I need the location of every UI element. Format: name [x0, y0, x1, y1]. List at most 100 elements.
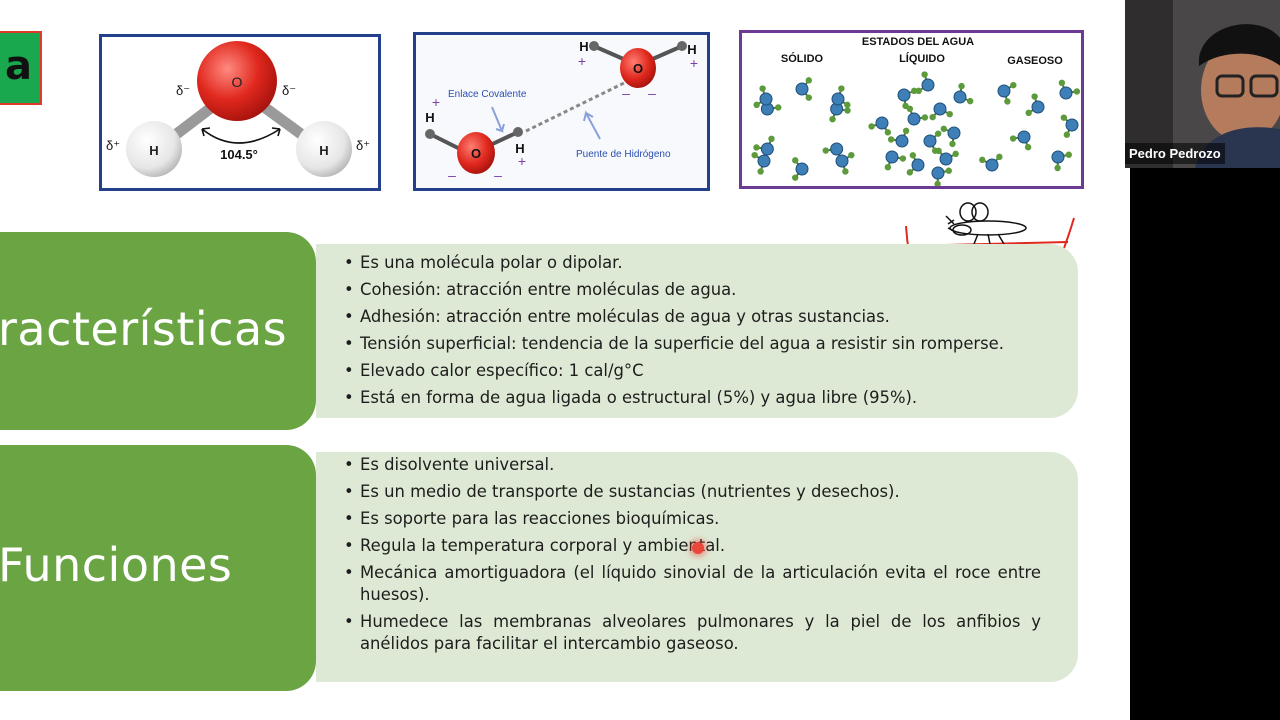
upper-minus-right: –: [648, 85, 656, 101]
list-item: Tensión superficial: tendencia de la sup…: [344, 333, 1041, 355]
liquid-label: LÍQUIDO: [899, 52, 945, 65]
functions-list: Es disolvente universal. Es un medio de …: [344, 454, 1041, 660]
angle-arrow-right: [271, 127, 281, 137]
lower-oxygen-atom: [457, 132, 495, 174]
water-molecule-icon: [887, 127, 910, 148]
water-states-svg: ESTADOS DEL AGUA SÓLIDO LÍQUIDO GASEOSO: [751, 36, 1081, 188]
angle-arrow-left: [201, 127, 211, 137]
molecule-layer: [751, 71, 1081, 188]
hydrogen-atom-right: [296, 121, 352, 177]
water-molecule-icon: [915, 71, 935, 95]
water-molecule-icon: [997, 81, 1017, 105]
upper-h-atom-left: [589, 41, 599, 51]
hydrogen-bond-svg: O H H + + – – O H H + + – – Enlace Coval…: [425, 39, 698, 183]
water-molecule-icon: [868, 116, 892, 136]
hydrogen-label-right: H: [319, 143, 328, 158]
list-item: Humedece las membranas alveolares pulmon…: [344, 611, 1041, 655]
list-item: Es disolvente universal.: [344, 454, 1041, 476]
lower-minus-right: –: [494, 167, 502, 183]
lower-h-label-right: H: [515, 141, 524, 156]
water-states-diagram: ESTADOS DEL AGUA SÓLIDO LÍQUIDO GASEOSO: [739, 30, 1084, 189]
water-molecule-icon: [935, 147, 959, 166]
hydrogen-bond-arrow: [583, 110, 601, 140]
lower-minus-left: –: [448, 167, 456, 183]
states-title: ESTADOS DEL AGUA: [862, 36, 974, 48]
upper-h-label-left: H: [579, 39, 588, 54]
list-item: Es un medio de transporte de sustancias …: [344, 481, 1041, 503]
list-item: Cohesión: atracción entre moléculas de a…: [344, 279, 1041, 301]
water-molecule-icon: [906, 105, 929, 126]
lower-oxygen-label: O: [471, 146, 481, 161]
characteristics-list: Es una molécula polar o dipolar. Cohesió…: [344, 252, 1041, 414]
glasses-icon: [1215, 74, 1245, 98]
drawn-insect: [945, 202, 1027, 245]
covalent-bond-label: Enlace Covalente: [448, 89, 527, 100]
bond-angle-label: 104.5°: [220, 147, 258, 162]
hydrogen-label-left: H: [149, 143, 158, 158]
lower-h-atom-left: [425, 129, 435, 139]
delta-minus-right: δ⁻: [282, 83, 296, 98]
water-molecule-icon: [831, 85, 851, 109]
angle-arc: [201, 128, 281, 144]
list-item: Es una molécula polar o dipolar.: [344, 252, 1041, 274]
characteristics-card: Es una molécula polar o dipolar. Cohesió…: [316, 244, 1078, 418]
upper-h-atom-right: [677, 41, 687, 51]
functions-card: Es disolvente universal. Es un medio de …: [316, 452, 1078, 682]
participant-name-label: Pedro Pedrozo: [1125, 143, 1225, 164]
lower-h-label-left: H: [425, 110, 434, 125]
oxygen-label: O: [232, 74, 243, 90]
list-item: Mecánica amortiguadora (el líquido sinov…: [344, 562, 1041, 606]
water-molecule-icon: [940, 125, 961, 148]
water-molecule-icon: [979, 153, 1003, 172]
delta-plus-left: δ⁺: [106, 138, 120, 153]
water-molecule-icon: [792, 157, 809, 181]
functions-heading: Funciones: [0, 538, 233, 592]
water-molecule-icon: [1058, 79, 1081, 100]
delta-minus-left: δ⁻: [176, 83, 190, 98]
participant-face: [1201, 38, 1280, 142]
water-molecule-icon: [897, 87, 918, 110]
lower-plus-left: +: [432, 94, 440, 110]
participant-video-tile[interactable]: Pedro Pedrozo: [1125, 0, 1280, 168]
water-molecule-icon: [795, 77, 812, 101]
characteristics-header-block: racterísticas: [0, 232, 316, 430]
upper-h-label-right: H: [687, 42, 696, 57]
lower-h-atom-right: [513, 127, 523, 137]
water-molecule-icon: [906, 152, 925, 176]
hydrogen-bond-label: Puente de Hidrógeno: [576, 149, 671, 160]
characteristics-heading: racterísticas: [0, 302, 288, 356]
water-molecule-icon: [929, 102, 953, 121]
laser-pointer-icon: [692, 542, 704, 554]
participant-hair: [1199, 24, 1280, 66]
list-item: Elevado calor específico: 1 cal/g°C: [344, 360, 1041, 382]
covalent-arrow: [491, 106, 505, 133]
upper-oxygen-label: O: [633, 61, 643, 76]
functions-header-block: Funciones: [0, 445, 316, 691]
water-molecule-icon: [1025, 93, 1045, 117]
hydrogen-atom-left: [126, 121, 182, 177]
water-molecule-icon: [751, 151, 771, 175]
water-molecule-diagram: O H H 104.5° δ⁻ δ⁻ δ⁺ δ⁺: [99, 34, 381, 191]
list-item: Es soporte para las reacciones bioquímic…: [344, 508, 1041, 530]
water-molecule-icon: [753, 85, 773, 109]
water-molecule-icon: [1051, 150, 1072, 172]
gas-label: GASEOSO: [1007, 55, 1063, 67]
water-molecule-icon: [931, 166, 952, 188]
lower-plus-right: +: [518, 153, 526, 169]
list-item: Está en forma de agua ligada o estructur…: [344, 387, 1041, 409]
list-item: Adhesión: atracción entre moléculas de a…: [344, 306, 1041, 328]
water-molecule-svg: O H H 104.5° δ⁻ δ⁻ δ⁺ δ⁺: [106, 41, 370, 177]
water-molecule-icon: [753, 135, 775, 156]
solid-label: SÓLIDO: [781, 52, 824, 65]
delta-plus-right: δ⁺: [356, 138, 370, 153]
presentation-slide: a O H H: [0, 0, 1130, 720]
hydrogen-bond-line: [525, 81, 625, 133]
water-molecule-icon: [1060, 114, 1079, 138]
list-item: Regula la temperatura corporal y ambient…: [344, 535, 1041, 557]
slide-title-fragment: a: [0, 31, 42, 105]
water-molecule-icon: [884, 150, 907, 171]
water-molecule-icon: [953, 82, 974, 105]
oxygen-atom: [197, 41, 277, 121]
upper-plus-left: +: [578, 53, 586, 69]
upper-plus-right: +: [690, 55, 698, 71]
